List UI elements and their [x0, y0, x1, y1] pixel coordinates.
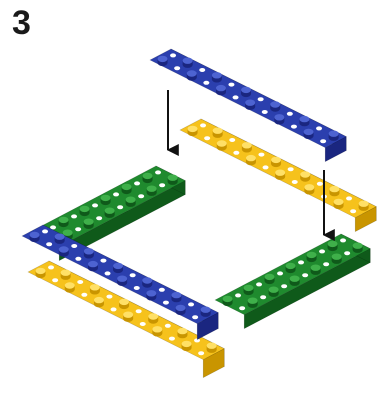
blue-plate-floating — [150, 49, 346, 148]
yellow-plate-back — [180, 119, 376, 218]
